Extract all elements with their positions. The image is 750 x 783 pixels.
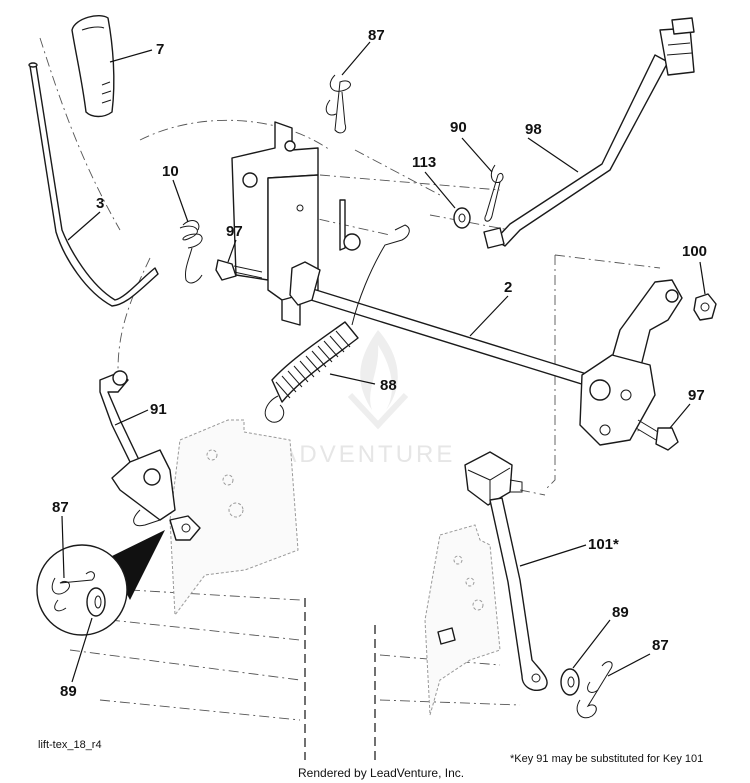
part-lift-link-101 — [464, 451, 548, 692]
part-lift-shaft — [289, 261, 591, 387]
part-hairpin-clip-bottom — [576, 661, 613, 719]
callout-91: 91 — [150, 401, 167, 418]
footer-credit: Rendered by LeadVenture, Inc. — [298, 766, 464, 780]
callout-89-right: 89 — [612, 604, 629, 621]
callout-88: 88 — [380, 377, 397, 394]
callout-97-upper: 97 — [226, 223, 243, 240]
leader-lines — [61, 41, 706, 683]
callout-7: 7 — [156, 41, 164, 58]
detail-inset — [36, 530, 165, 636]
callout-101: 101* — [588, 536, 619, 553]
substitution-note: *Key 91 may be substituted for Key 101 — [510, 753, 703, 765]
callout-10: 10 — [162, 163, 179, 180]
part-handle-grip — [71, 14, 115, 118]
callout-87-inset: 87 — [52, 499, 69, 516]
diagram-reference: lift-tex_18_r4 — [38, 739, 102, 751]
callout-90: 90 — [450, 119, 467, 136]
part-right-lift-arm — [579, 279, 683, 446]
callout-3: 3 — [96, 195, 104, 212]
part-lift-link-91 — [99, 370, 201, 541]
callout-87-bottom: 87 — [652, 637, 669, 654]
part-bolt-lower — [635, 419, 679, 451]
part-right-mount-plate — [424, 524, 501, 716]
part-hairpin-clip-top — [325, 74, 351, 134]
part-lift-handle-rod — [28, 62, 159, 307]
callout-97-lower: 97 — [688, 387, 705, 404]
part-washer-113 — [453, 207, 471, 229]
callout-87-top: 87 — [368, 27, 385, 44]
part-washer-89b — [560, 668, 580, 696]
callout-98: 98 — [525, 121, 542, 138]
watermark-chevron-icon — [347, 392, 409, 430]
callout-labels: 7 87 90 98 113 10 3 97 100 2 88 91 97 87… — [52, 27, 707, 700]
part-large-spring — [264, 224, 410, 423]
callout-100: 100 — [682, 243, 707, 260]
callout-89-inset: 89 — [60, 683, 77, 700]
part-bolt-upper — [215, 259, 263, 281]
part-adjustment-rod — [483, 17, 695, 249]
part-nut-100 — [693, 293, 717, 321]
part-small-spring — [179, 220, 203, 284]
callout-113: 113 — [412, 154, 436, 171]
callout-2: 2 — [504, 279, 512, 296]
part-left-mount-plate — [169, 419, 299, 617]
part-cotter-pin — [484, 164, 504, 222]
watermark-flame-icon — [360, 330, 398, 410]
